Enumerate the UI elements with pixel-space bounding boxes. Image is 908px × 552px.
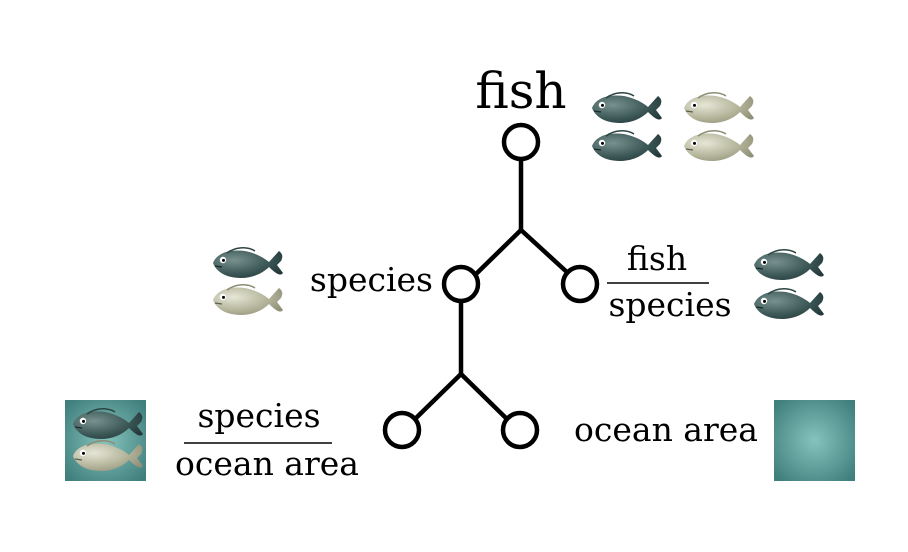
fish-group-fish-per-species: [753, 249, 825, 320]
node-fish-per-species: [560, 264, 600, 304]
node-species: [441, 264, 481, 304]
fish-icon: [753, 249, 825, 281]
fish-icon: [212, 284, 284, 316]
tree-nodes: [382, 122, 600, 450]
fish-group-root: [591, 92, 755, 162]
fraction-denominator: ocean area: [175, 444, 359, 483]
fish-group-species: [212, 247, 284, 316]
edge-root-right: [518, 227, 572, 277]
fish-icon: [591, 130, 663, 162]
fish-icon: [683, 92, 755, 124]
edge-species-left: [411, 371, 464, 423]
level1-left-label: species: [310, 260, 433, 299]
fraction-denominator: species: [608, 285, 731, 324]
root-label: fish: [475, 62, 566, 120]
node-species-per-ocean-area: [382, 410, 422, 450]
level1-right-fraction: fish species: [607, 239, 732, 324]
fish-icon: [683, 130, 755, 162]
edge-root-left: [472, 227, 524, 278]
fraction-numerator: fish: [627, 239, 687, 278]
node-ocean-area: [500, 410, 540, 450]
level2-left-fraction: species ocean area: [175, 396, 359, 483]
ocean-tile-with-fish-icon: [65, 400, 146, 481]
node-fish: [501, 122, 541, 162]
tree-edges: [411, 157, 572, 423]
fraction-numerator: species: [197, 396, 320, 435]
fish-icon: [212, 247, 284, 279]
fish-icon: [753, 288, 825, 320]
fish-icon: [591, 92, 663, 124]
level2-right-label: ocean area: [574, 410, 758, 449]
ocean-tile-icon: [774, 400, 855, 481]
edge-species-right: [458, 371, 511, 423]
